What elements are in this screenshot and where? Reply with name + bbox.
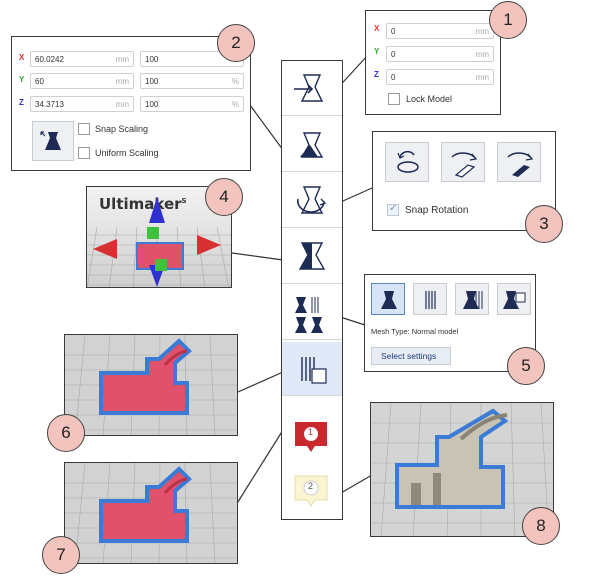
normal-model-button[interactable] xyxy=(371,283,405,315)
model-6-render xyxy=(65,335,237,435)
uniform-scaling-label: Uniform Scaling xyxy=(95,148,159,158)
scale-y-axis-label: Y xyxy=(19,75,25,84)
model-view-6 xyxy=(64,334,238,436)
mesh-type-label: Mesh Type: Normal model xyxy=(371,327,459,336)
red-badge-count: 1 xyxy=(308,427,314,437)
scale-x-axis-label: X xyxy=(19,53,25,62)
overlap-settings-button[interactable] xyxy=(455,283,489,315)
callout-badge-5: 5 xyxy=(507,347,545,385)
snap-scaling-label: Snap Scaling xyxy=(95,124,149,134)
x-axis-label: X xyxy=(374,24,380,33)
yellow-badge-count: 2 xyxy=(308,481,314,491)
per-model-settings-tool-button[interactable] xyxy=(282,286,342,340)
select-face-icon xyxy=(507,152,534,177)
x-arrow-right-icon[interactable] xyxy=(197,235,221,255)
overlap-icon xyxy=(463,291,483,309)
model-8-render xyxy=(371,403,553,536)
callout-badge-3: 3 xyxy=(525,205,563,243)
scale-tool-icon xyxy=(300,132,324,158)
callout-badge-6: 6 xyxy=(47,414,85,452)
z-axis-label: Z xyxy=(374,70,379,79)
reset-rotation-button[interactable] xyxy=(385,142,429,182)
support-blocker-icon xyxy=(503,291,526,309)
snap-scaling-checkbox[interactable] xyxy=(78,123,90,135)
print-as-support-button[interactable] xyxy=(413,283,447,315)
support-icon xyxy=(425,291,436,309)
model-view-7 xyxy=(64,462,238,564)
check-mark-icon: ✓ xyxy=(389,203,398,214)
lock-model-label: Lock Model xyxy=(406,94,453,104)
z-arrow-up-icon[interactable] xyxy=(149,197,165,223)
mirror-tool-icon xyxy=(298,242,326,270)
model-view-8 xyxy=(370,402,554,537)
support-blocker-tool-icon xyxy=(301,357,327,384)
rotate-panel: ✓ Snap Rotation xyxy=(372,131,556,231)
error-marker-icon xyxy=(295,422,327,452)
move-tool-button[interactable] xyxy=(282,62,342,116)
rotate-tool-icon xyxy=(296,186,327,214)
y-handle-front-icon[interactable] xyxy=(155,259,167,271)
lay-flat-button[interactable] xyxy=(32,121,74,161)
y-axis-label: Y xyxy=(374,47,380,56)
move-tool-icon xyxy=(294,74,324,102)
build-plate-grid xyxy=(87,197,231,287)
callout-badge-2: 2 xyxy=(217,24,255,62)
scale-z-percent-field[interactable]: 100% xyxy=(140,96,244,112)
scale-z-axis-label: Z xyxy=(19,98,24,107)
model-7-render xyxy=(65,463,237,563)
per-model-settings-panel: Mesh Type: Normal model Select settings xyxy=(364,274,536,372)
ultimaker-logo: UltimakerS xyxy=(99,195,187,213)
callout-badge-7: 7 xyxy=(42,536,80,574)
snap-rotation-label: Snap Rotation xyxy=(405,205,469,216)
scale-tool-button[interactable] xyxy=(282,118,342,172)
lay-flat-rotate-icon xyxy=(451,152,478,178)
support-blocker-tool-button[interactable] xyxy=(282,342,342,396)
callout-badge-1: 1 xyxy=(489,1,527,39)
rotate-tool-button[interactable] xyxy=(282,174,342,228)
mirror-tool-button[interactable] xyxy=(282,230,342,284)
select-settings-button[interactable]: Select settings xyxy=(371,347,451,365)
lock-model-checkbox[interactable] xyxy=(388,93,400,105)
lay-flat-icon xyxy=(40,131,61,150)
x-arrow-left-icon[interactable] xyxy=(93,239,117,259)
model-list-button-yellow[interactable]: 2 xyxy=(282,466,342,520)
normal-model-icon xyxy=(381,291,397,309)
snap-rotation-checkbox[interactable]: ✓ xyxy=(387,203,399,216)
model-list-button-red[interactable]: 1 xyxy=(282,412,342,466)
support-blocker-button[interactable] xyxy=(497,283,531,315)
uniform-scaling-checkbox[interactable] xyxy=(78,147,90,159)
callout-badge-8: 8 xyxy=(522,507,560,545)
callout-badge-4: 4 xyxy=(205,178,243,216)
per-model-settings-icon xyxy=(295,297,323,333)
reset-rotation-icon xyxy=(397,151,419,173)
scale-y-percent-field[interactable]: 100% xyxy=(140,73,244,89)
select-face-to-align-button[interactable] xyxy=(497,142,541,182)
y-handle-back-icon[interactable] xyxy=(147,227,159,239)
warning-marker-icon xyxy=(294,475,328,507)
lay-flat-rotate-button[interactable] xyxy=(441,142,485,182)
